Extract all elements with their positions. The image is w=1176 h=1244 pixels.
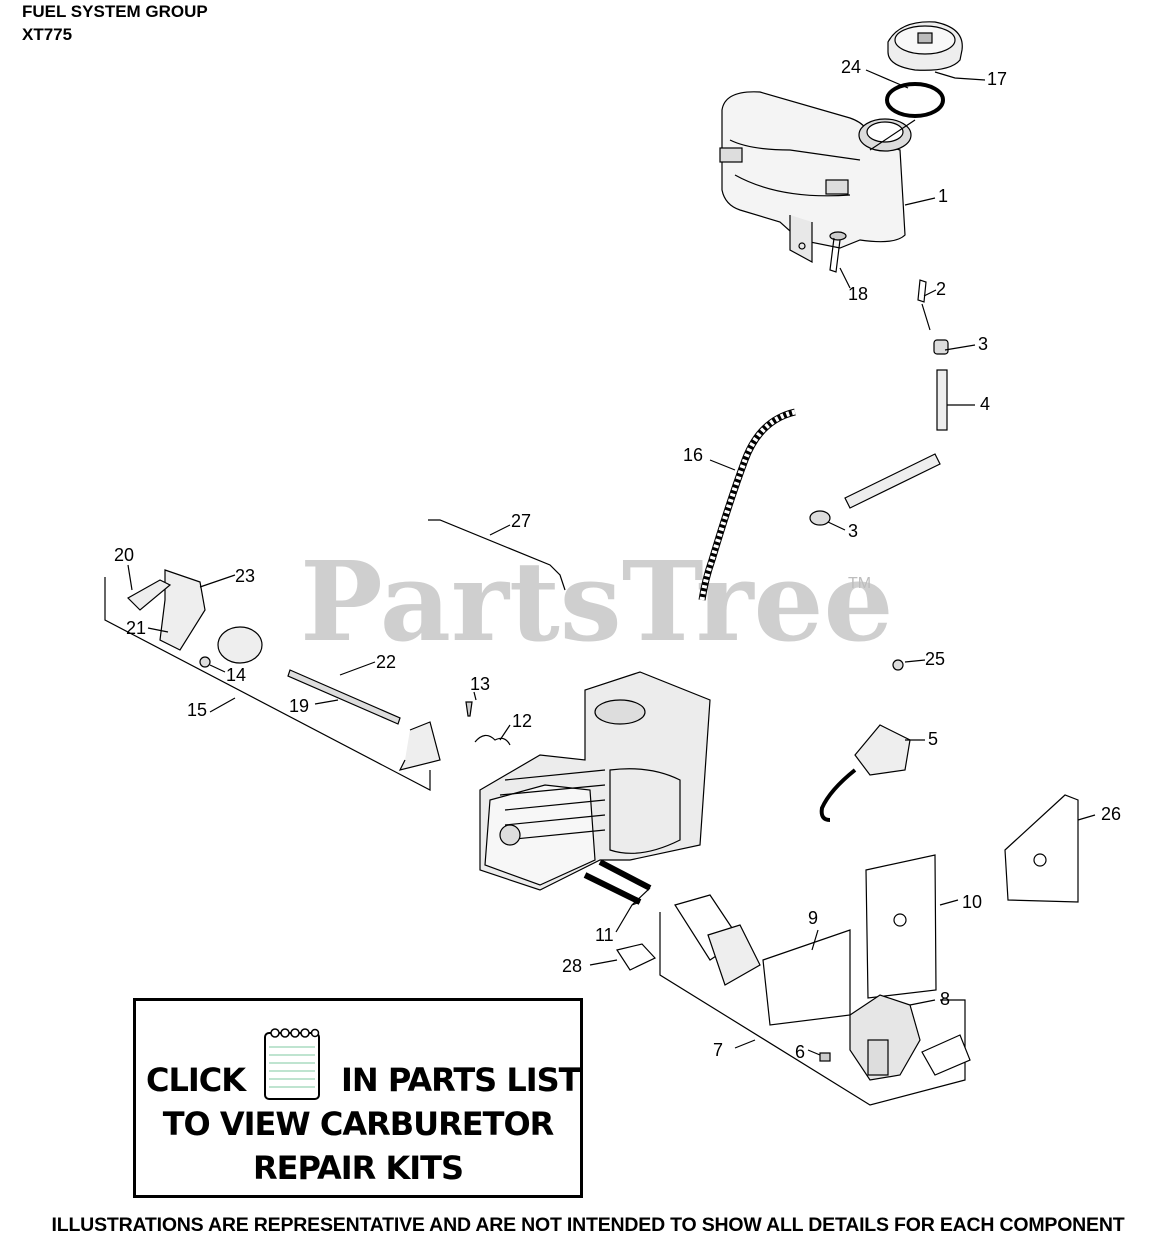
hose-clamp-upper[interactable]: [933, 339, 949, 355]
callout-4: 4: [980, 394, 990, 414]
callout-25: 25: [925, 649, 945, 669]
fuel-pump-part[interactable]: [819, 724, 911, 822]
callout-28: 28: [562, 956, 582, 976]
callout-6: 6: [795, 1042, 805, 1062]
callout-17: 17: [987, 69, 1007, 89]
spring-12-part[interactable]: [474, 734, 511, 746]
callout-1: 1: [938, 186, 948, 206]
screw-6-part[interactable]: [819, 1052, 831, 1062]
gasket-28-part[interactable]: [616, 943, 656, 971]
spacer-part[interactable]: [707, 924, 761, 986]
throttle-bracket-part[interactable]: [398, 721, 441, 771]
model-number: XT775: [22, 25, 73, 44]
link-rod-part[interactable]: [428, 519, 566, 591]
carburetor-part[interactable]: [849, 994, 921, 1081]
callout-2: 2: [936, 279, 946, 299]
callout-16: 16: [683, 445, 703, 465]
governor-part[interactable]: [217, 626, 263, 664]
watermark: PartsTree: [300, 537, 894, 666]
diagram-title: FUEL SYSTEM GROUP: [22, 2, 208, 21]
cap-gasket-part[interactable]: [885, 82, 945, 118]
callout-23: 23: [235, 566, 255, 586]
watermark-tm: TM: [848, 575, 871, 592]
callout-26: 26: [1101, 804, 1121, 824]
callout-5: 5: [928, 729, 938, 749]
plate-26-part[interactable]: [1004, 794, 1079, 903]
callout-22: 22: [376, 652, 396, 672]
callout-14: 14: [226, 665, 246, 685]
bolt-part[interactable]: [829, 231, 847, 273]
nut-14-part[interactable]: [199, 656, 211, 668]
carburetor-kit-note[interactable]: CLICK IN PARTS LIST TO VIEW CARBURETOR R…: [133, 998, 583, 1198]
bracket-20-part[interactable]: [127, 579, 172, 611]
hose-clamp-lower[interactable]: [809, 510, 831, 526]
callout-7: 7: [713, 1040, 723, 1060]
screw-13-part[interactable]: [465, 701, 473, 717]
governor-rod-part[interactable]: [287, 669, 401, 725]
callout-13: 13: [470, 674, 490, 694]
gasket-7b-part[interactable]: [921, 1034, 971, 1076]
fuel-cap-part[interactable]: [887, 21, 963, 71]
callout-10: 10: [962, 892, 982, 912]
note-click-word: CLICK: [146, 1061, 246, 1099]
note-in-parts-list: IN PARTS LIST: [341, 1061, 580, 1099]
disclaimer-footer: ILLUSTRATIONS ARE REPRESENTATIVE AND ARE…: [51, 1214, 1125, 1236]
engine-block-part[interactable]: [479, 671, 711, 891]
note-line-2: TO VIEW CARBURETOR: [162, 1105, 555, 1143]
governor-bracket-part[interactable]: [159, 569, 206, 651]
callout-11: 11: [595, 925, 614, 945]
callout-20: 20: [114, 545, 134, 565]
gasket-9-part[interactable]: [762, 929, 851, 1026]
callout-15: 15: [187, 700, 207, 720]
callout-12: 12: [512, 711, 532, 731]
notepad-icon[interactable]: [263, 1025, 321, 1101]
screw-25-part[interactable]: [892, 659, 904, 671]
callout-21: 21: [126, 618, 146, 638]
fuel-tank-part[interactable]: [719, 91, 912, 264]
note-line-3: REPAIR KITS: [252, 1149, 464, 1187]
callout-9: 9: [808, 908, 818, 928]
fuel-fitting-part[interactable]: [917, 279, 931, 331]
callout-24: 24: [841, 57, 861, 77]
studs-part[interactable]: [583, 859, 652, 905]
fuel-hose-part[interactable]: [844, 369, 948, 509]
callout-18: 18: [848, 284, 868, 304]
callout-27: 27: [511, 511, 531, 531]
callout-19: 19: [289, 696, 309, 716]
callout-3-lower: 3: [848, 521, 858, 541]
callout-3-upper: 3: [978, 334, 988, 354]
callout-8: 8: [940, 989, 950, 1009]
